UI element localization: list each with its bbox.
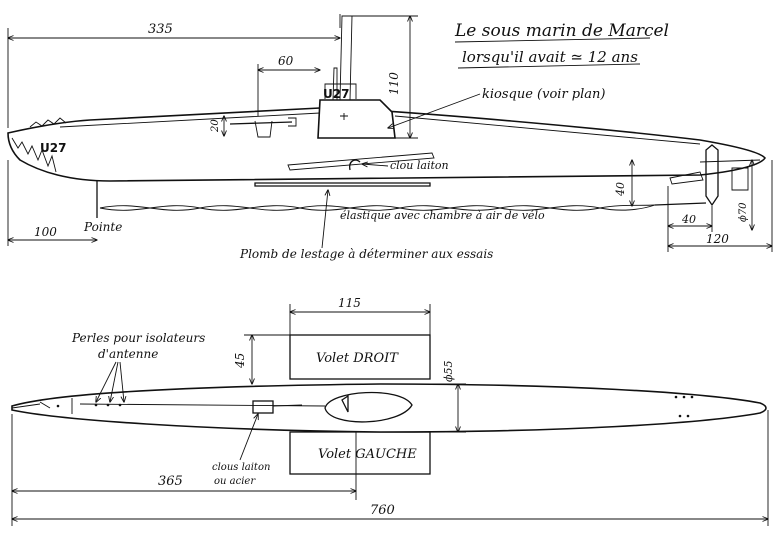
propeller [705,144,719,207]
pointe-label: Pointe [83,220,122,234]
perles-leader-1 [96,361,117,402]
dim-20-value: 20 [210,119,221,133]
top-conning-tower [324,391,413,423]
kiosque-label: kiosque (voir plan) [482,87,605,102]
bow-hull-number: U27 [40,141,66,155]
clou-laiton-label: clou laiton [390,159,449,172]
dim-40-prop-value: 40 [681,213,696,226]
bow-net-cutter [11,137,57,173]
brass-rail [287,152,435,171]
plomb-label: Plomb de lestage à déterminer aux essais [239,247,493,261]
bow-jagged-top [29,117,67,128]
rudder [731,167,749,191]
title-underline-2 [457,63,641,69]
side-deck-line [59,112,701,145]
volet-droit-label: Volet DROIT [316,351,399,366]
periscope-mast [339,15,353,101]
dim-60-value: 60 [278,54,294,68]
prop-hook [654,202,707,206]
keel-ballast-plate [254,182,431,187]
title-line1: Le sous marin de Marcel [454,21,669,41]
deck-gun-muzzle [288,117,297,127]
dim-45-value: 45 [233,353,247,369]
elastique-label: élastique avec chambre à air de vélo [340,209,545,222]
nail-hook [349,159,361,171]
dim-115-value: 115 [338,296,361,310]
top-gun-barrel [272,404,303,407]
kiosque-leader [388,93,481,128]
perles-label-line1: Perles pour isolateurs [71,331,205,345]
dim-40-keel-value: 40 [614,182,627,197]
perles-leader-3 [119,361,124,402]
perles-leader-2 [110,361,119,402]
top-deck-gun [252,400,274,414]
dim-100-value: 100 [34,225,57,239]
deck-gun-barrel [229,121,293,125]
volet-gauche-label: Volet GAUCHE [318,447,417,462]
clou-laiton-leader [362,164,389,166]
title-underline-1 [454,37,651,43]
deck-gun-mount [254,120,273,138]
dim-365-value: 365 [158,474,183,489]
dim-phi55-value: ϕ55 [442,361,455,383]
side-view: U27 U27 clou laiton kiosque (voir plan) … [7,14,772,261]
clous-label-line1: clous laiton [212,462,270,473]
title-block: Le sous marin de Marcel lorsqu'il avait … [454,21,669,69]
top-periscope [341,394,349,413]
clous-leader [239,414,258,461]
rubber-band-bottom [99,204,656,211]
dim-110-ext [352,15,418,139]
volet-droit-box [289,334,431,380]
top-bow-spike [11,403,41,409]
tower-hull-number: U27 [323,87,349,101]
stern-plane [669,171,704,185]
dim-120-value: 120 [706,232,729,246]
clous-label-line2: ou acier [214,476,256,487]
antenna-beads [39,395,694,418]
dim-335-value: 335 [148,22,173,37]
plomb-leader [321,190,328,249]
dim-phi70-value: ϕ70 [738,202,749,222]
top-hull [11,383,767,433]
conning-tower [317,99,396,139]
tower-hatch [340,113,348,120]
dim-110-value: 110 [387,72,401,95]
tower-top [324,83,357,99]
dim-760-value: 760 [370,503,395,518]
top-view: Volet DROIT Volet GAUCHE Perles pour iso [11,296,768,526]
dim-335-ext [7,14,341,128]
perles-label-line2: d'antenne [98,347,158,361]
title-line2: lorsqu'il avait ≃ 12 ans [462,48,638,66]
